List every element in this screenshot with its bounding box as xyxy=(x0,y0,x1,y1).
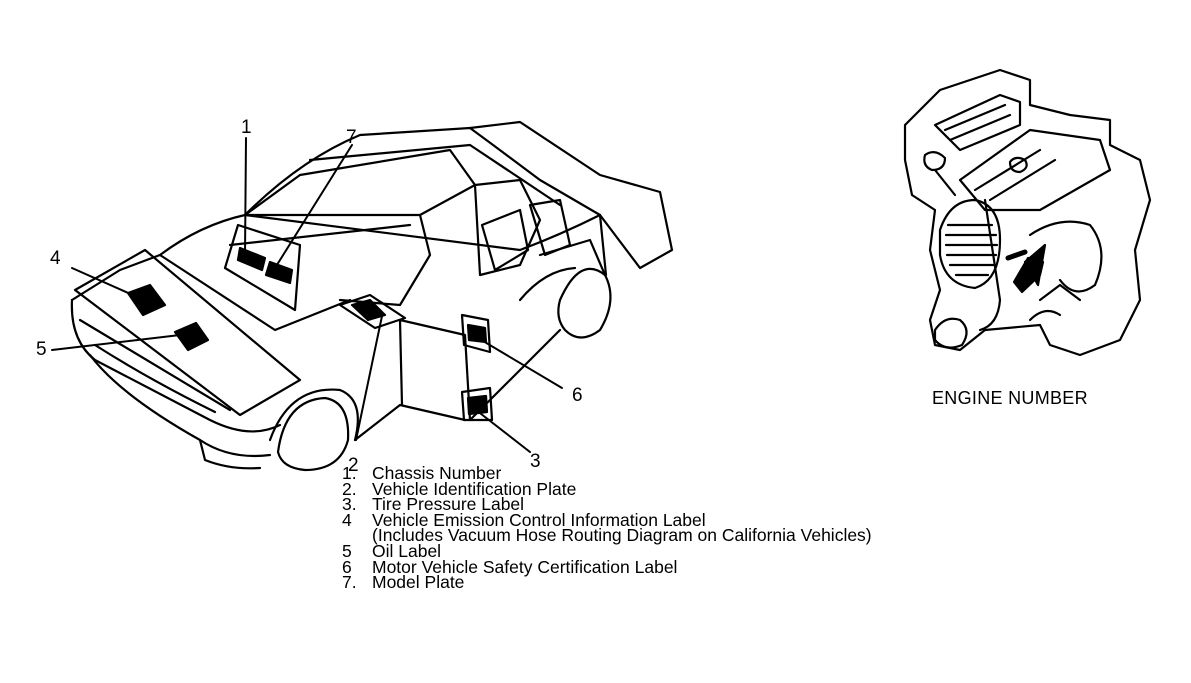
safety-label-frame xyxy=(460,313,492,354)
legend-number: 1. xyxy=(342,463,357,483)
legend: 1. Chassis Number 2. Vehicle Identificat… xyxy=(342,463,872,593)
legend-number: 3. xyxy=(342,494,357,515)
legend-number: 4 xyxy=(342,509,352,530)
legend-text: Chassis Number xyxy=(372,463,502,483)
legend-number: 5 xyxy=(342,540,352,561)
vin-plate-frame xyxy=(338,293,407,330)
legend-text: Tire Pressure Label xyxy=(372,494,525,515)
legend-text: (Includes Vacuum Hose Routing Diagram on… xyxy=(372,525,872,546)
callout-4: 4 xyxy=(50,248,61,269)
hood-label-frame xyxy=(73,248,302,417)
emission-label xyxy=(126,283,167,317)
legend-item: 5 Oil Label xyxy=(342,540,872,561)
legend-number: 2. xyxy=(342,478,357,499)
legend-number: 6 xyxy=(342,556,352,577)
callout-7: 7 xyxy=(346,127,357,148)
legend-text: Motor Vehicle Safety Certification Label xyxy=(372,556,678,577)
legend-item: 4 Vehicle Emission Control Information L… xyxy=(342,509,872,530)
car-illustration xyxy=(70,120,674,472)
model-plate xyxy=(264,260,294,285)
legend-text: Vehicle Identification Plate xyxy=(372,478,577,499)
legend-item: 6 Motor Vehicle Safety Certification Lab… xyxy=(342,556,872,577)
legend-number: 7. xyxy=(342,572,357,593)
engine-illustration xyxy=(903,68,1152,357)
callout-3: 3 xyxy=(530,451,541,472)
safety-certification-label xyxy=(466,323,488,344)
legend-item: 2. Vehicle Identification Plate xyxy=(342,478,872,499)
tire-label-frame xyxy=(460,386,494,422)
legend-text: Vehicle Emission Control Information Lab… xyxy=(372,509,706,530)
chassis-number-plate xyxy=(236,246,267,272)
callout-1: 1 xyxy=(241,117,252,138)
arrow-head-icon xyxy=(1023,243,1047,287)
vin-plate xyxy=(350,298,387,322)
legend-item: 3. Tire Pressure Label xyxy=(342,494,872,515)
tire-pressure-label xyxy=(466,394,489,416)
leader-lines xyxy=(51,137,563,453)
legend-text: Oil Label xyxy=(372,540,442,561)
legend-item: 7. Model Plate xyxy=(342,572,872,593)
callout-6: 6 xyxy=(572,385,583,406)
engine-number-caption: ENGINE NUMBER xyxy=(932,388,1088,408)
oil-label xyxy=(173,321,210,352)
windshield-label-frame xyxy=(223,223,302,312)
legend-text: Model Plate xyxy=(372,572,465,593)
legend-item: 1. Chassis Number xyxy=(342,463,872,483)
callout-5: 5 xyxy=(36,339,47,360)
callout-2: 2 xyxy=(348,455,359,476)
legend-item: (Includes Vacuum Hose Routing Diagram on… xyxy=(342,525,872,546)
